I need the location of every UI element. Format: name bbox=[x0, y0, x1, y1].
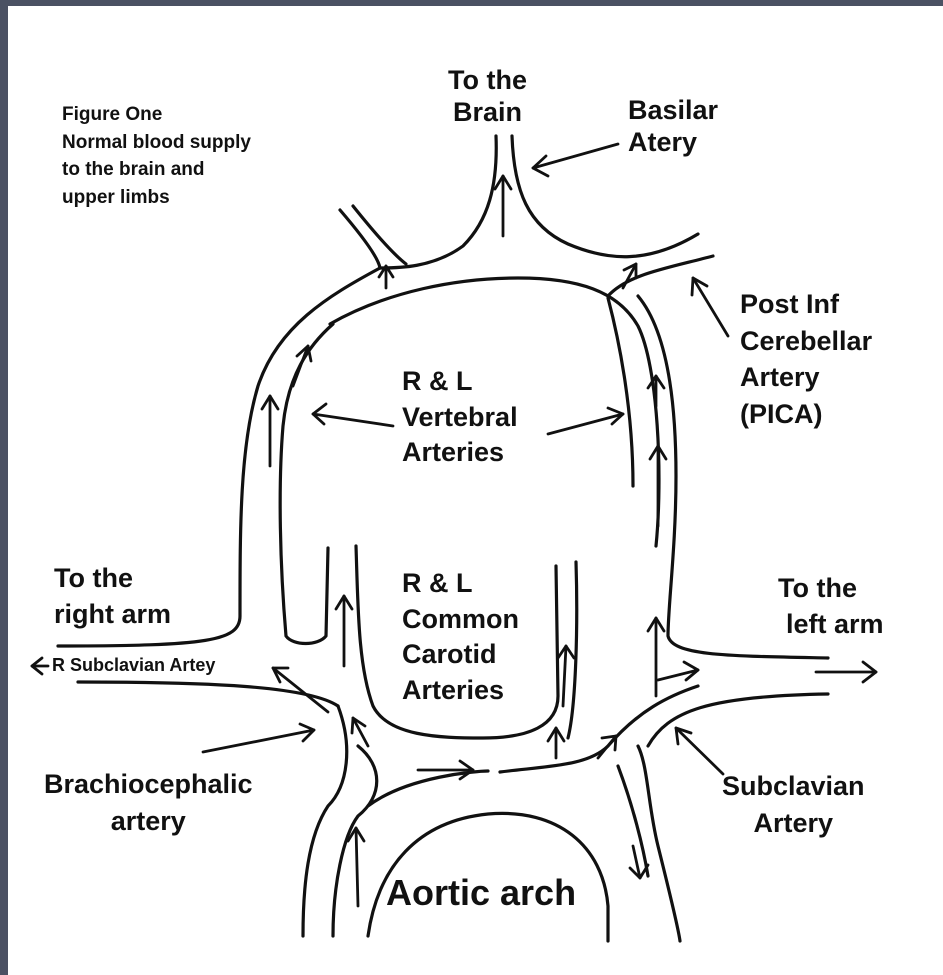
label-line: Atery bbox=[628, 126, 718, 158]
label-line: Brain bbox=[448, 96, 527, 128]
label-line: (PICA) bbox=[740, 396, 872, 433]
top-left-branch bbox=[340, 210, 380, 268]
pica-branch bbox=[608, 298, 633, 486]
label-line: Basilar bbox=[628, 94, 718, 126]
label-line: Vertebral bbox=[402, 400, 518, 436]
basilar-left-wall bbox=[380, 136, 496, 268]
label-line: left arm bbox=[778, 607, 884, 643]
aortic-arch-label: Aortic arch bbox=[386, 871, 576, 914]
label-line: Artery bbox=[722, 805, 865, 842]
r-subclavian-label: R Subclavian Artey bbox=[52, 655, 215, 677]
caption-line: to the brain and bbox=[62, 156, 251, 184]
left-vertebral-outer bbox=[608, 256, 713, 296]
caption-line: Normal blood supply bbox=[62, 129, 251, 157]
brachiocephalic-wall-left bbox=[303, 706, 347, 936]
to-brain-label: To the Brain bbox=[448, 64, 527, 129]
label-line: Arteries bbox=[402, 435, 518, 471]
label-line: R & L bbox=[402, 566, 519, 602]
caption-line: Figure One bbox=[62, 101, 251, 129]
label-line: To the bbox=[448, 64, 527, 96]
left-arm-label: To the left arm bbox=[778, 571, 884, 642]
label-line: R & L bbox=[402, 364, 518, 400]
label-line: artery bbox=[44, 803, 253, 840]
descending-aorta bbox=[618, 766, 648, 876]
subclavian-lower bbox=[638, 746, 680, 941]
label-line: To the bbox=[778, 571, 884, 607]
figure-caption: Figure One Normal blood supply to the br… bbox=[62, 101, 251, 211]
pica-label: Post Inf Cerebellar Artery (PICA) bbox=[740, 286, 872, 433]
label-line: Subclavian bbox=[722, 768, 865, 805]
label-line: Carotid bbox=[402, 637, 519, 673]
subclavian-to-arm bbox=[648, 694, 828, 746]
vertebral-label: R & L Vertebral Arteries bbox=[402, 364, 518, 471]
label-line: right arm bbox=[54, 597, 171, 633]
label-line: Brachiocephalic bbox=[44, 766, 253, 803]
basilar-label: Basilar Atery bbox=[628, 94, 718, 159]
right-arm-label: To the right arm bbox=[54, 561, 171, 632]
caption-line: upper limbs bbox=[62, 184, 251, 212]
label-line: Arteries bbox=[402, 673, 519, 709]
label-line: Cerebellar bbox=[740, 323, 872, 360]
carotid-label: R & L Common Carotid Arteries bbox=[402, 566, 519, 709]
diagram-canvas: Figure One Normal blood supply to the br… bbox=[8, 6, 943, 975]
brachiocephalic-label: Brachiocephalic artery bbox=[44, 766, 253, 839]
aorta-left-wall bbox=[368, 771, 488, 806]
label-line: Artery bbox=[740, 359, 872, 396]
label-line: Post Inf bbox=[740, 286, 872, 323]
subclavian-label: Subclavian Artery bbox=[722, 768, 865, 841]
label-line: To the bbox=[54, 561, 171, 597]
brachiocephalic-wall-right bbox=[333, 746, 377, 936]
aorta-right-wall bbox=[500, 686, 698, 772]
right-subclavian-lower bbox=[78, 682, 338, 706]
label-line: Common bbox=[402, 602, 519, 638]
right-vertebral-inner bbox=[280, 324, 333, 644]
